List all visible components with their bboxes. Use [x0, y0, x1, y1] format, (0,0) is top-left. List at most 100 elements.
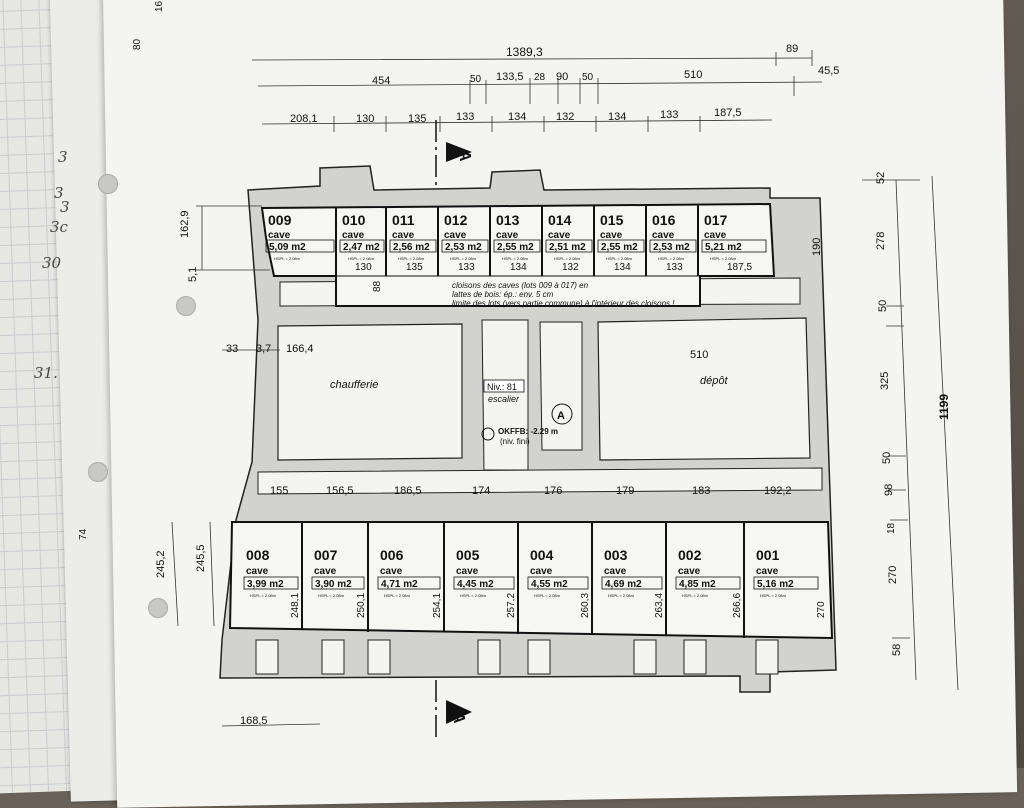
cellar-area: 2,56 m2 [393, 242, 430, 253]
dim-right-total: 1199 [937, 394, 951, 420]
cellar-number: 004 [530, 547, 554, 563]
punch-hole [88, 462, 108, 482]
dim-right-510: 510 [690, 349, 708, 361]
dim-88: 88 [372, 280, 383, 292]
dim-right-190: 190 [811, 238, 823, 256]
cellar-width: 135 [406, 262, 423, 273]
area-box [527, 576, 589, 590]
cellar-number: 008 [246, 547, 270, 563]
cellar-depth: 263,4 [654, 593, 665, 618]
punch-hole [98, 174, 118, 194]
cellar-type: cave [604, 566, 627, 577]
dim-right: 270 [887, 566, 899, 584]
dim-right: 58 [891, 644, 903, 656]
dim-16: 16 [154, 0, 165, 12]
dim-right: 278 [875, 232, 887, 250]
area-box [493, 239, 541, 253]
dim-left-162: 162,9 [179, 210, 191, 238]
cellar-area: 5,16 m2 [757, 579, 794, 590]
section-marker-top: A [456, 150, 473, 162]
cellar-hspl: HSPL = 2.08m [348, 256, 375, 261]
margin-note: 30 [42, 254, 62, 272]
dim-row2: 50 [470, 74, 482, 85]
cellar-number: 011 [392, 212, 415, 228]
cellar-width: 130 [355, 262, 372, 273]
area-box [545, 239, 593, 253]
stair-direction-icon [551, 403, 573, 425]
left-dimension-lines [171, 205, 321, 727]
dim-corridor: 179 [616, 485, 634, 497]
area-box [597, 239, 645, 253]
area-box [389, 239, 437, 253]
dim-right: 50 [877, 300, 889, 312]
dim-right: 52 [875, 172, 887, 184]
dim-left-5: 5,1 [187, 267, 199, 282]
note-line: limite des lots (vers partie commune) à … [452, 299, 675, 308]
cellar-type: cave [704, 230, 727, 241]
note-line: lattes de bois: ép.: env. 5 cm [452, 290, 554, 299]
cellar-number: 001 [756, 547, 780, 563]
dim-74: 74 [78, 528, 89, 540]
dim-corridor: 176 [544, 485, 562, 497]
cellar-type: cave [756, 566, 779, 577]
dim-row3: 135 [408, 113, 426, 125]
cellar-area: 3,99 m2 [247, 579, 284, 590]
dim-45: 45,5 [818, 65, 839, 77]
dim-row3: 187,5 [714, 107, 742, 119]
dim-row3: 134 [508, 111, 526, 123]
area-box [675, 576, 741, 590]
cellar-hspl: HSPL = 2.08m [450, 256, 477, 261]
top-cellars-block [260, 202, 776, 307]
cellar-area: 2,55 m2 [497, 242, 534, 253]
cellar-width: 187,5 [727, 262, 752, 273]
dim-row3: 133 [456, 111, 474, 123]
dim-total-width: 1389,3 [506, 45, 543, 59]
note-line: cloisons des caves (lots 009 à 017) en [452, 281, 589, 290]
section-marker-bottom: A [450, 712, 467, 724]
cellar-type: cave [530, 566, 553, 577]
cellar-width: 133 [666, 262, 683, 273]
stair-label: escalier [488, 394, 520, 404]
cellar-type: cave [444, 230, 467, 241]
margin-note: 3 [60, 198, 70, 216]
punch-hole [148, 598, 168, 618]
cellar-number: 003 [604, 547, 628, 563]
area-box [265, 239, 335, 253]
cellar-number: 006 [380, 547, 404, 563]
dim-row3: 132 [556, 111, 574, 123]
cellar-type: cave [246, 566, 269, 577]
cellar-depth: 270 [816, 601, 827, 618]
area-box [453, 576, 515, 590]
dim-left-245a: 245,2 [155, 550, 167, 578]
dim-80: 80 [132, 38, 143, 50]
cellar-depth: 257,2 [506, 593, 517, 618]
area-box [649, 239, 697, 253]
area-box [701, 239, 767, 253]
cellar-depth: 254,1 [432, 593, 443, 618]
dim-corridor: 155 [270, 485, 288, 497]
margin-note: 3 [58, 148, 68, 166]
cellar-number: 017 [704, 212, 728, 228]
cellar-area: 4,71 m2 [381, 579, 418, 590]
dim-row2: 50 [582, 72, 594, 83]
room-chaufferie: chaufferie [330, 379, 378, 391]
cellar-width: 134 [510, 262, 527, 273]
cellar-type: cave [600, 230, 623, 241]
margin-note: 3c [50, 218, 68, 236]
cellar-number: 010 [342, 212, 366, 228]
cellar-area: 2,55 m2 [601, 242, 638, 253]
cellar-number: 014 [548, 212, 572, 228]
